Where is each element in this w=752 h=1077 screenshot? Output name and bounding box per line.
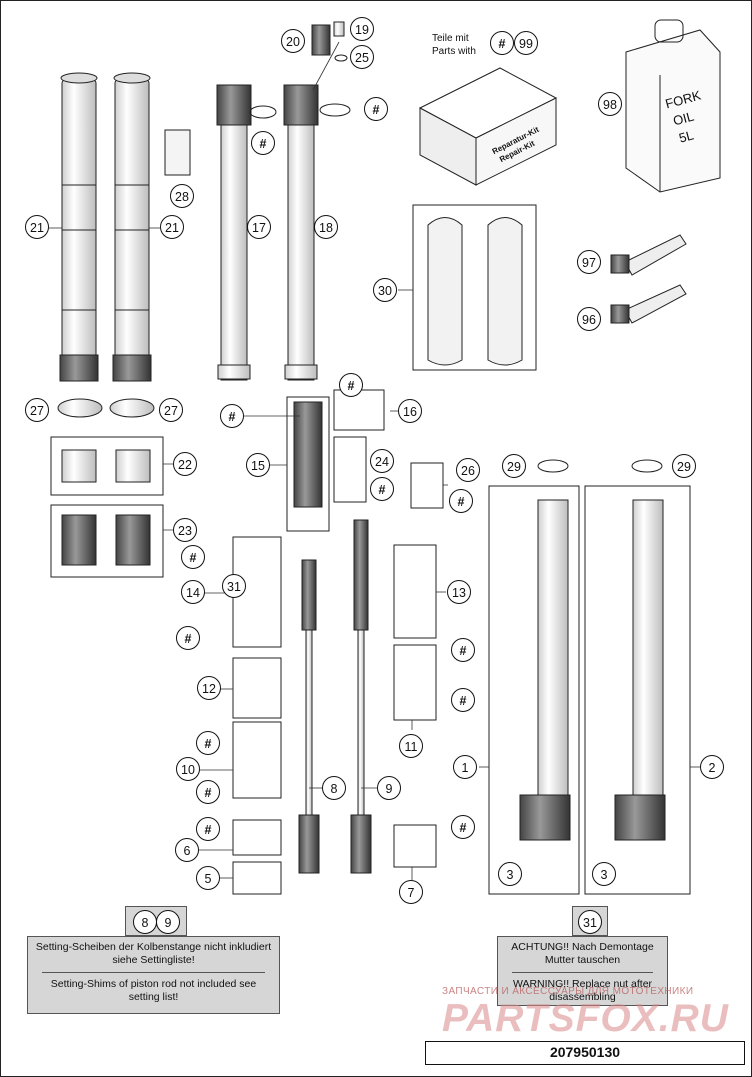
kit-label-en: Parts with [432, 46, 476, 57]
sticker-part [164, 129, 191, 176]
nut-box-5 [232, 861, 282, 895]
note-right-tab: 31 [572, 906, 608, 936]
callout-part-25: 25 [350, 45, 374, 69]
callout-part-6: 6 [175, 838, 199, 862]
callout-part-8: 8 [322, 776, 346, 800]
callout-part-97: 97 [577, 250, 601, 274]
inner-tube-1 [537, 499, 569, 821]
callout-part-96: 96 [577, 307, 601, 331]
callout-repair-kit: # [251, 131, 275, 155]
grease-tube-97 [610, 234, 687, 276]
callout-part-2: 2 [700, 755, 724, 779]
oring-set-box [333, 436, 367, 503]
callout-part-98: 98 [598, 92, 622, 116]
top-cap-part [311, 24, 331, 56]
callout-repair-kit: # [364, 97, 388, 121]
note-left-tab: 8 9 [125, 906, 187, 936]
note-right-en: WARNING!! Replace nut after disassemblin… [512, 978, 653, 1003]
callout-part-29: 29 [502, 454, 526, 478]
callout-part-30: 30 [373, 278, 397, 302]
callout-part-10: 10 [176, 757, 200, 781]
callout-part-28: 28 [170, 184, 194, 208]
callout-part-16: 16 [398, 399, 422, 423]
small-parts-box [333, 389, 385, 431]
callout-part-27: 27 [25, 398, 49, 422]
callout-part-29: 29 [672, 454, 696, 478]
note-right-divider [512, 972, 653, 973]
callout-part-31: 31 [222, 574, 246, 598]
callout-part-14: 14 [181, 580, 205, 604]
callout-part-13: 13 [447, 580, 471, 604]
callout-repair-kit: # [370, 477, 394, 501]
callout-repair-kit: # [220, 404, 244, 428]
valve-box-11 [393, 644, 437, 721]
callout-part-19: 19 [350, 17, 374, 41]
cartridge-right [283, 84, 351, 381]
cartridge-left [216, 84, 277, 381]
callout-part-15: 15 [246, 453, 270, 477]
callout-repair-kit: # [176, 626, 200, 650]
oil-can [625, 19, 721, 193]
callout-repair-kit: # [451, 638, 475, 662]
callout-part-7: 7 [399, 880, 423, 904]
callout-part-22: 22 [173, 452, 197, 476]
valve-box-6 [232, 819, 282, 856]
outer-tube-right [112, 72, 152, 382]
callout-repair-kit: # [449, 489, 473, 513]
note-right: ACHTUNG!! Nach Demontage Mutter tauschen… [497, 936, 668, 1006]
inner-tube-2 [632, 499, 664, 821]
watermark-ru: ЗАПЧАСТИ И АКСЕССУАРЫ ДЛЯ МОТОТЕХНИКИ [442, 986, 694, 997]
kit-ref-callout: # [490, 31, 514, 55]
callout-part-18: 18 [314, 215, 338, 239]
callout-part-27: 27 [159, 398, 183, 422]
valve-box-26 [410, 462, 444, 509]
callout-part-3: 3 [592, 862, 616, 886]
outer-tube-left [59, 72, 99, 382]
callout-part-3: 3 [498, 862, 522, 886]
watermark-brand: PARTSFOX.RU [442, 997, 729, 1040]
note-left: Setting-Scheiben der Kolbenstange nicht … [27, 936, 280, 1014]
grease-tube-96 [610, 284, 687, 324]
valve-box-10 [232, 721, 282, 799]
kit-label-de: Teile mit [432, 33, 469, 44]
note-right-de: ACHTUNG!! Nach Demontage Mutter tauschen [511, 941, 654, 966]
note-left-divider [42, 972, 265, 973]
callout-part-5: 5 [196, 866, 220, 890]
note-ref-8: 8 [133, 910, 157, 934]
kit-num-callout: 99 [514, 31, 538, 55]
callout-part-11: 11 [399, 734, 423, 758]
callout-repair-kit: # [196, 780, 220, 804]
callout-repair-kit: # [451, 688, 475, 712]
repair-kit-box [418, 67, 558, 186]
callout-repair-kit: # [339, 373, 363, 397]
note-left-de: Setting-Scheiben der Kolbenstange nicht … [35, 941, 272, 966]
callout-part-24: 24 [370, 449, 394, 473]
callout-repair-kit: # [196, 817, 220, 841]
callout-repair-kit: # [181, 545, 205, 569]
callout-part-1: 1 [453, 755, 477, 779]
callout-repair-kit: # [196, 731, 220, 755]
spring-box-12 [232, 657, 282, 719]
callout-part-21: 21 [160, 215, 184, 239]
note-left-en: Setting-Shims of piston rod not included… [50, 978, 257, 1003]
note-ref-9: 9 [156, 910, 180, 934]
callout-part-23: 23 [173, 518, 197, 542]
note-ref-31: 31 [578, 910, 602, 934]
piston-rod-9 [350, 519, 372, 874]
callout-part-20: 20 [281, 29, 305, 53]
callout-part-9: 9 [377, 776, 401, 800]
callout-part-12: 12 [197, 676, 221, 700]
document-number: 207950130 [425, 1041, 745, 1065]
callout-part-26: 26 [456, 458, 480, 482]
piston-rod-8 [298, 559, 320, 874]
callout-part-17: 17 [247, 215, 271, 239]
callout-repair-kit: # [451, 815, 475, 839]
spring-box-13 [393, 544, 437, 639]
screw-part [333, 21, 345, 37]
valve-box-7 [393, 824, 437, 868]
callout-part-21: 21 [25, 215, 49, 239]
